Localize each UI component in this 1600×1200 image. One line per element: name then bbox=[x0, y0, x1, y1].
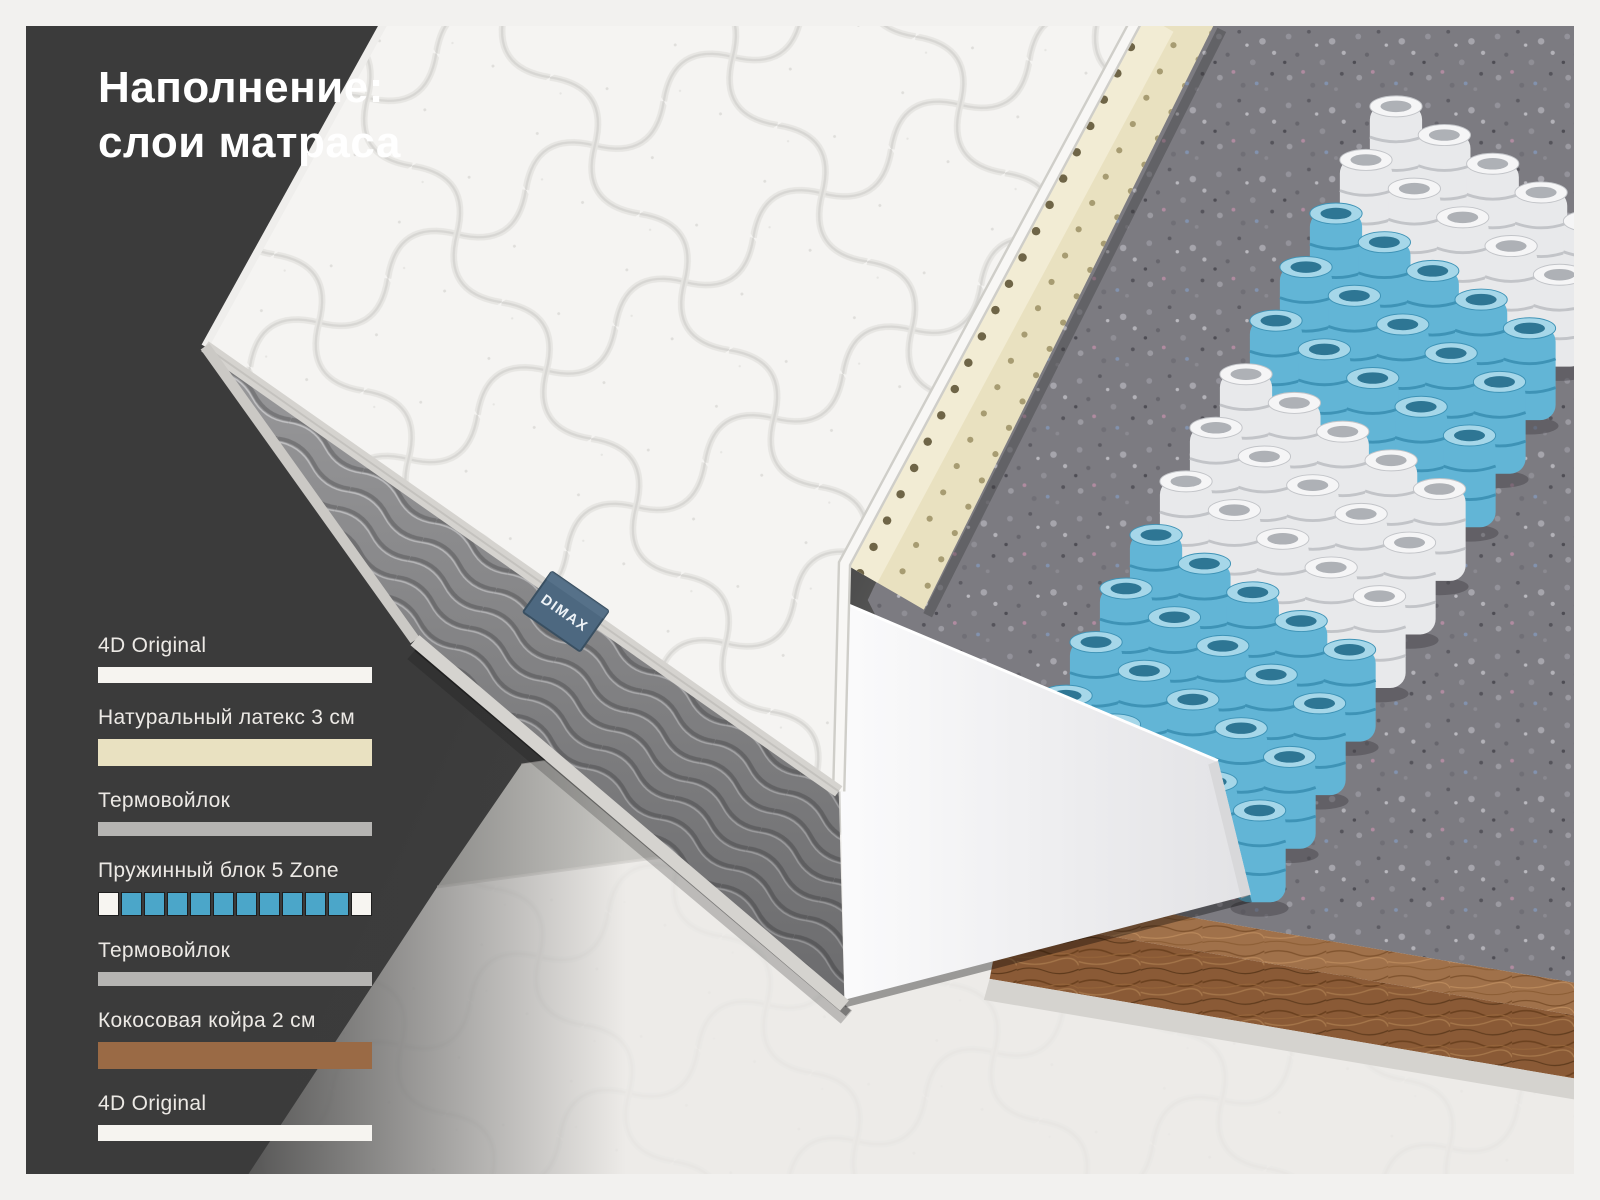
spring-zone-cell bbox=[167, 892, 188, 916]
legend-label: Натуральный латекс 3 см bbox=[98, 706, 355, 729]
legend-item: Термовойлок bbox=[98, 939, 372, 986]
spring-zone-cell bbox=[351, 892, 372, 916]
legend-item: Кокосовая койра 2 см bbox=[98, 1009, 372, 1069]
quilt-rolled-edge bbox=[834, 26, 1139, 792]
spring-zone-cell bbox=[213, 892, 234, 916]
spring-zone-cell bbox=[282, 892, 303, 916]
spring-zone-cell bbox=[144, 892, 165, 916]
spring-zone-cell bbox=[328, 892, 349, 916]
legend-label: 4D Original bbox=[98, 1092, 207, 1115]
spring-zone-cell bbox=[98, 892, 119, 916]
pocket-spring-blue bbox=[1394, 395, 1448, 499]
legend-label: 4D Original bbox=[98, 634, 207, 657]
quilt-top bbox=[201, 26, 1142, 792]
spring-zone-cell bbox=[236, 892, 257, 916]
mattress-cutaway-render: DIMAX bbox=[200, 26, 1574, 1174]
spring-block bbox=[1037, 95, 1574, 917]
legend-swatch-bar bbox=[98, 972, 372, 986]
legend-item: 4D Original bbox=[98, 634, 372, 683]
brand-tag: DIMAX bbox=[522, 571, 610, 652]
corner-binding-tape bbox=[200, 343, 420, 644]
latex-layer bbox=[844, 26, 1216, 610]
spring-zone-cell bbox=[305, 892, 326, 916]
pocket-spring-white bbox=[1369, 95, 1423, 199]
legend-item: 4D Original bbox=[98, 1092, 372, 1141]
legend-swatch-bar bbox=[98, 667, 372, 683]
mattress-ground-shadow bbox=[407, 646, 853, 1024]
spring-zone-cell bbox=[259, 892, 280, 916]
side-bottom-binding-tape bbox=[410, 635, 849, 1011]
legend-item: Термовойлок bbox=[98, 789, 372, 836]
legend-label: Пружинный блок 5 Zone bbox=[98, 859, 339, 882]
legend-label: Термовойлок bbox=[98, 939, 231, 962]
latex-shadow-on-felt bbox=[923, 27, 1227, 618]
spring-zone-cell bbox=[190, 892, 211, 916]
legend-label: Термовойлок bbox=[98, 789, 231, 812]
spring-zone-cell bbox=[121, 892, 142, 916]
foam-block bbox=[836, 598, 1252, 1008]
legend-swatch-bar bbox=[98, 1125, 372, 1141]
legend-swatch-springs bbox=[98, 892, 372, 916]
bottom-binding-tape bbox=[983, 978, 1574, 1100]
legend-swatch-bar bbox=[98, 822, 372, 836]
page-title: Наполнение: слои матраса bbox=[98, 60, 401, 171]
legend-swatch-bar bbox=[98, 1042, 372, 1069]
legend-item: Натуральный латекс 3 см bbox=[98, 706, 372, 766]
page-title-line2: слои матраса bbox=[98, 118, 401, 168]
legend-label: Кокосовая койра 2 см bbox=[98, 1009, 316, 1032]
page-title-line1: Наполнение: bbox=[98, 63, 384, 112]
legend-swatch-bar bbox=[98, 739, 372, 766]
side-panel bbox=[200, 341, 851, 1017]
legend-item: Пружинный блок 5 Zone bbox=[98, 859, 372, 916]
pocket-spring-white bbox=[1466, 152, 1520, 256]
